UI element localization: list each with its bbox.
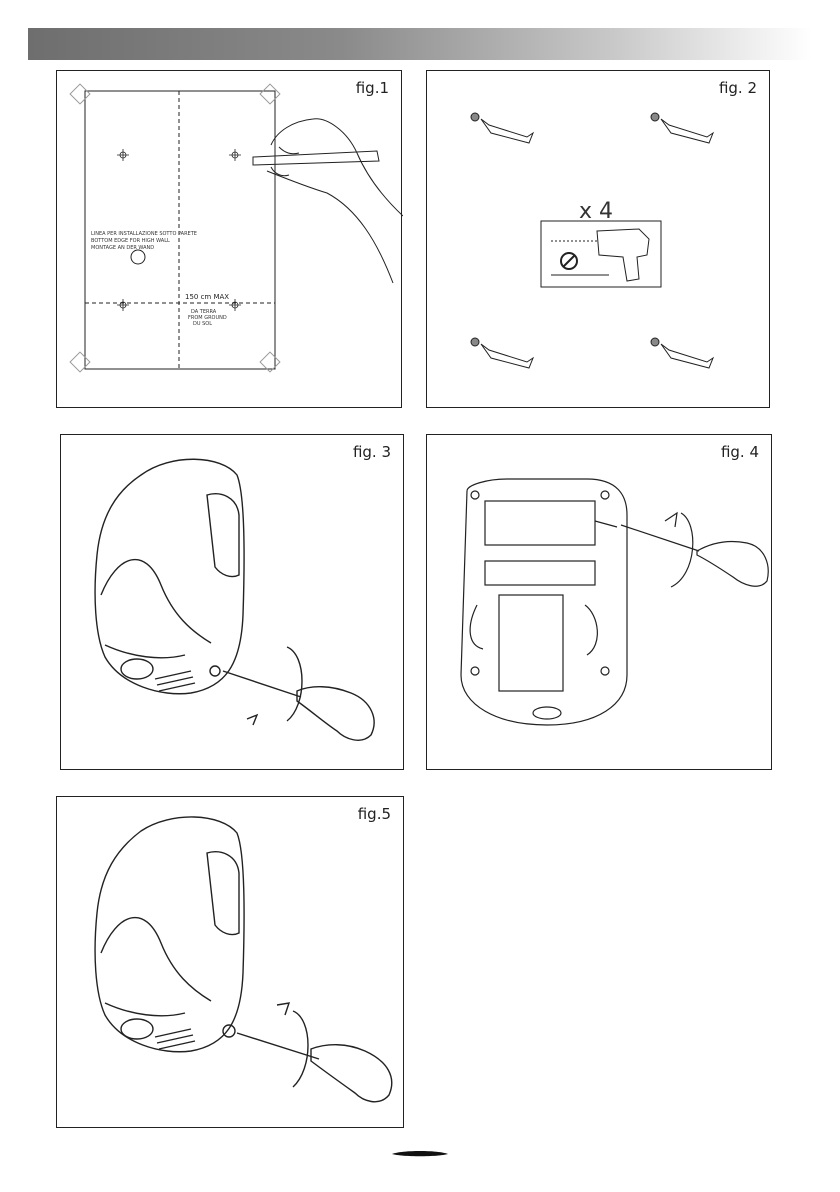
- wall-plugs-and-drill-illustration: [427, 71, 771, 409]
- dryer-interior-screw-illustration: [427, 435, 773, 771]
- wall-plug-icon: [471, 113, 533, 143]
- figure-2-panel: fig. 2: [426, 70, 770, 408]
- template-instruction-line-1: LINEA PER INSTALLAZIONE SOTTO PARETE: [91, 231, 197, 237]
- wall-plug-icon: [471, 338, 533, 368]
- height-sub-3: DU SOL: [193, 321, 212, 327]
- wall-template-illustration: LINEA PER INSTALLAZIONE SOTTO PARETE BOT…: [57, 71, 403, 409]
- dryer-cover-reattach-illustration: [57, 797, 405, 1129]
- template-instruction-line-3: MONTAGE AN DER WAND: [91, 245, 154, 251]
- wall-plug-icon: [651, 113, 713, 143]
- dryer-cover-removal-illustration: [61, 435, 405, 771]
- template-instruction-line-2: BOTTOM EDGE FOR HIGH WALL: [91, 238, 170, 244]
- max-height-label: 150 cm MAX: [185, 293, 229, 301]
- figure-5-panel: fig.5: [56, 796, 404, 1128]
- drill-icon: [541, 221, 661, 287]
- quantity-multiplier: x 4: [579, 199, 613, 224]
- figure-1-panel: fig.1 LINEA PER INSTALLAZIONE SOTTO: [56, 70, 402, 408]
- header-gradient-bar: [28, 28, 812, 60]
- page-mark: [392, 1150, 448, 1157]
- wall-plug-icon: [651, 338, 713, 368]
- figure-3-panel: fig. 3: [60, 434, 404, 770]
- figure-4-panel: fig. 4: [426, 434, 772, 770]
